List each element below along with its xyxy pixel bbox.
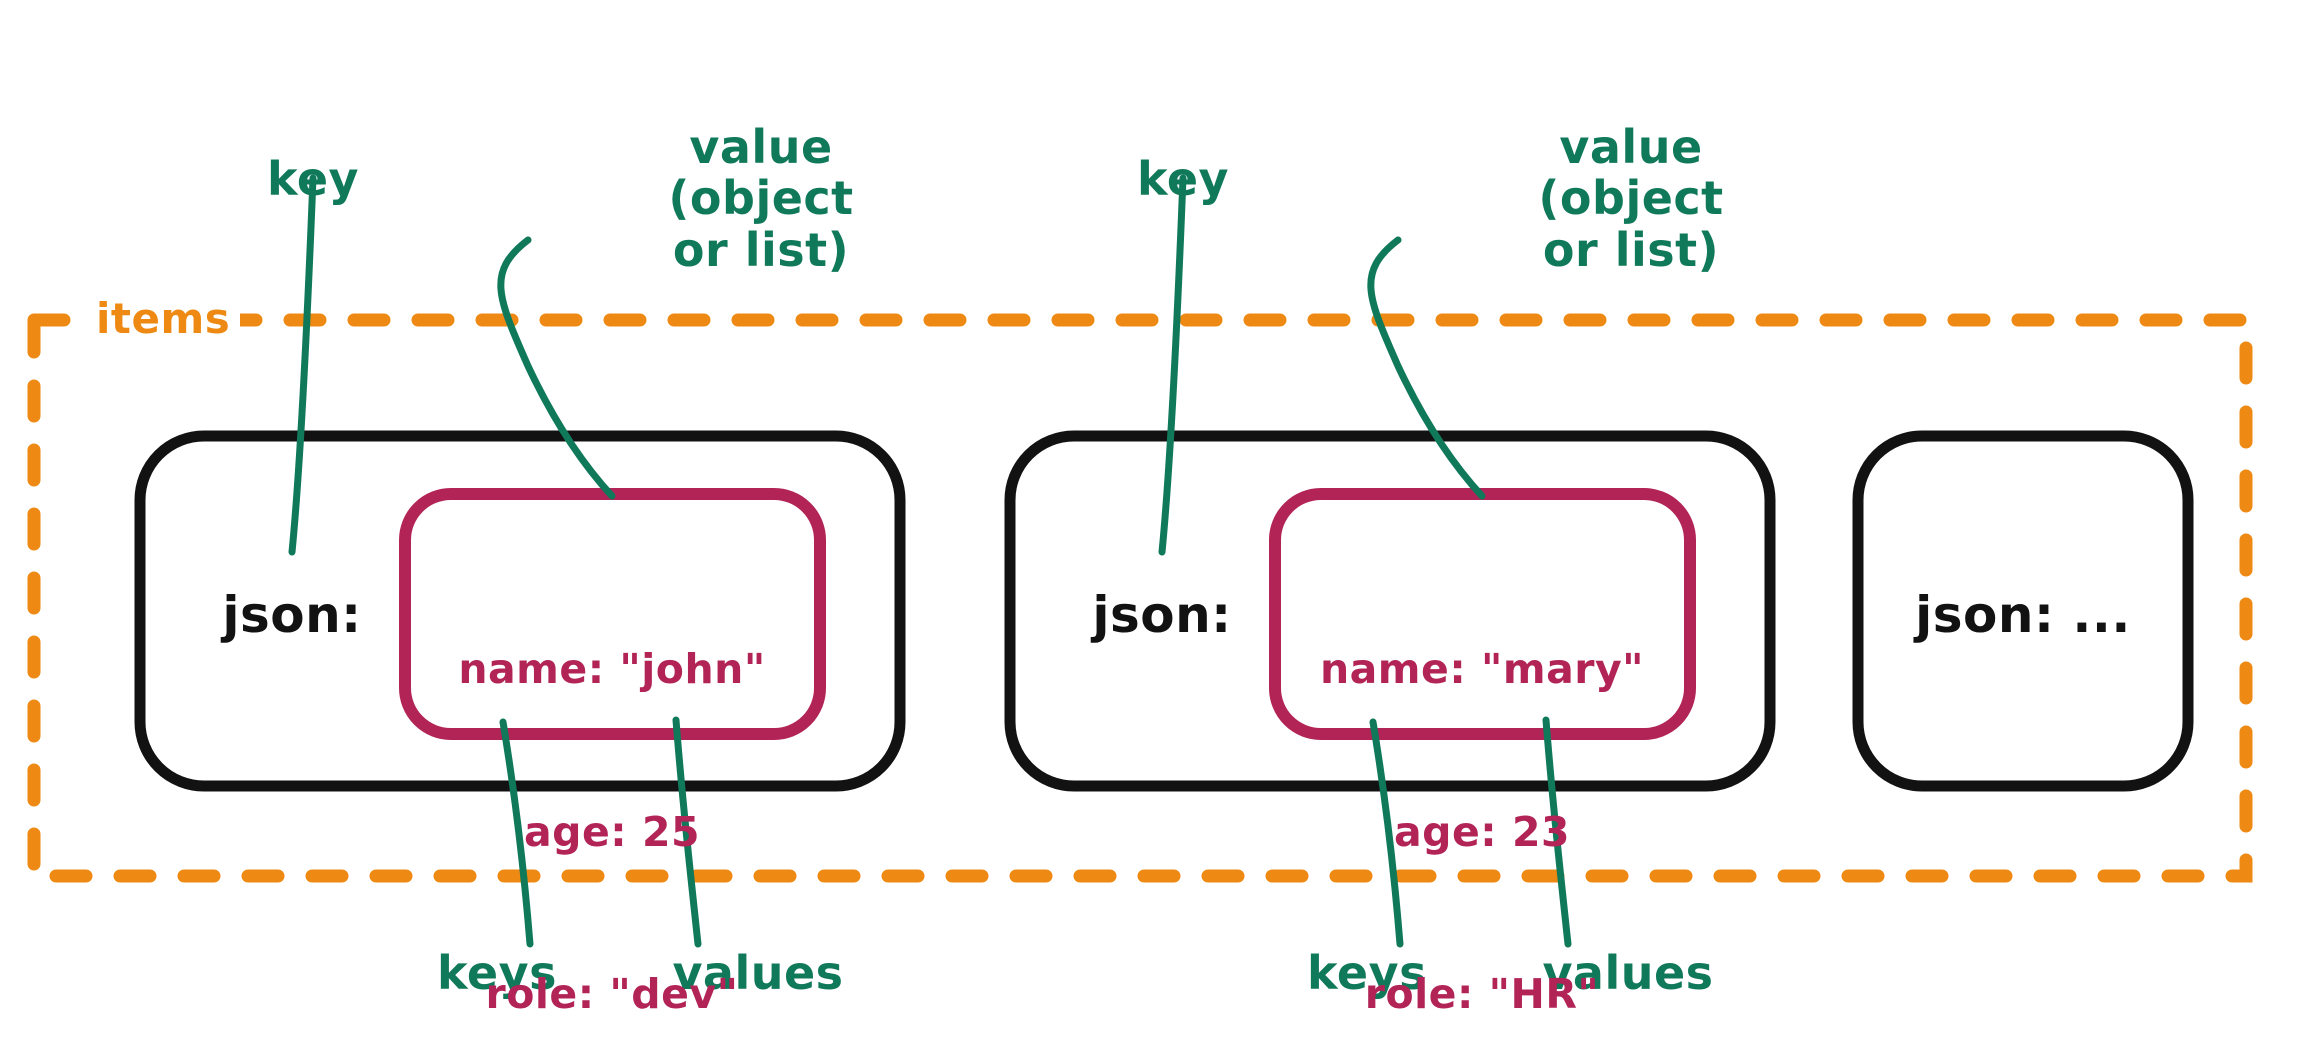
items-container-border [27, 313, 2253, 883]
annotation-keys-2: keys [1307, 946, 1427, 1000]
card-2-json-object: name: "mary" age: 23 role: "HR" [1282, 534, 1682, 1058]
leader-value-1 [497, 236, 616, 500]
annotation-value-1: value (object or list) [548, 70, 908, 328]
annotation-values-2: values [1542, 946, 1714, 1000]
annotation-values-1: values [672, 946, 844, 1000]
card-2-json-line-3: role: "HR" [1364, 969, 1600, 1018]
annotation-keys-1: keys [437, 946, 557, 1000]
card-2-json-line-1: name: "mary" [1319, 645, 1645, 694]
leader-keys-1 [499, 718, 534, 948]
card-1-json-line-3: role: "dev" [485, 969, 739, 1018]
annotation-key-1: key [266, 152, 360, 206]
item-card-3-border [1852, 430, 2194, 792]
leader-values-2 [1542, 716, 1572, 948]
leader-key-1 [288, 174, 317, 556]
annotation-value-2-line2: (object [1538, 171, 1724, 226]
annotation-value-2-line1: value [1559, 119, 1703, 174]
card-1-json-line-2: age: 25 [523, 807, 701, 856]
card-3-json-label: json: ... [1915, 586, 2131, 644]
annotation-value-1-line1: value [689, 119, 833, 174]
annotation-value-1-line2: (object [668, 171, 854, 226]
annotation-value-2: value (object or list) [1418, 70, 1778, 328]
leader-values-1 [672, 716, 702, 948]
leader-keys-2 [1369, 718, 1404, 948]
card-1-json-line-1: name: "john" [458, 645, 766, 694]
card-1-json-object: name: "john" age: 25 role: "dev" [412, 534, 812, 1058]
annotation-value-1-line3: or list) [672, 222, 850, 277]
card-2-json-line-2: age: 23 [1393, 807, 1571, 856]
card-2-json-label: json: [1092, 586, 1232, 644]
leader-value-2 [1367, 236, 1486, 500]
card-1-json-label: json: [222, 586, 362, 644]
annotation-value-2-line3: or list) [1542, 222, 1720, 277]
leader-key-2 [1158, 174, 1187, 556]
items-container-label: items [90, 294, 241, 344]
annotation-key-2: key [1136, 152, 1230, 206]
